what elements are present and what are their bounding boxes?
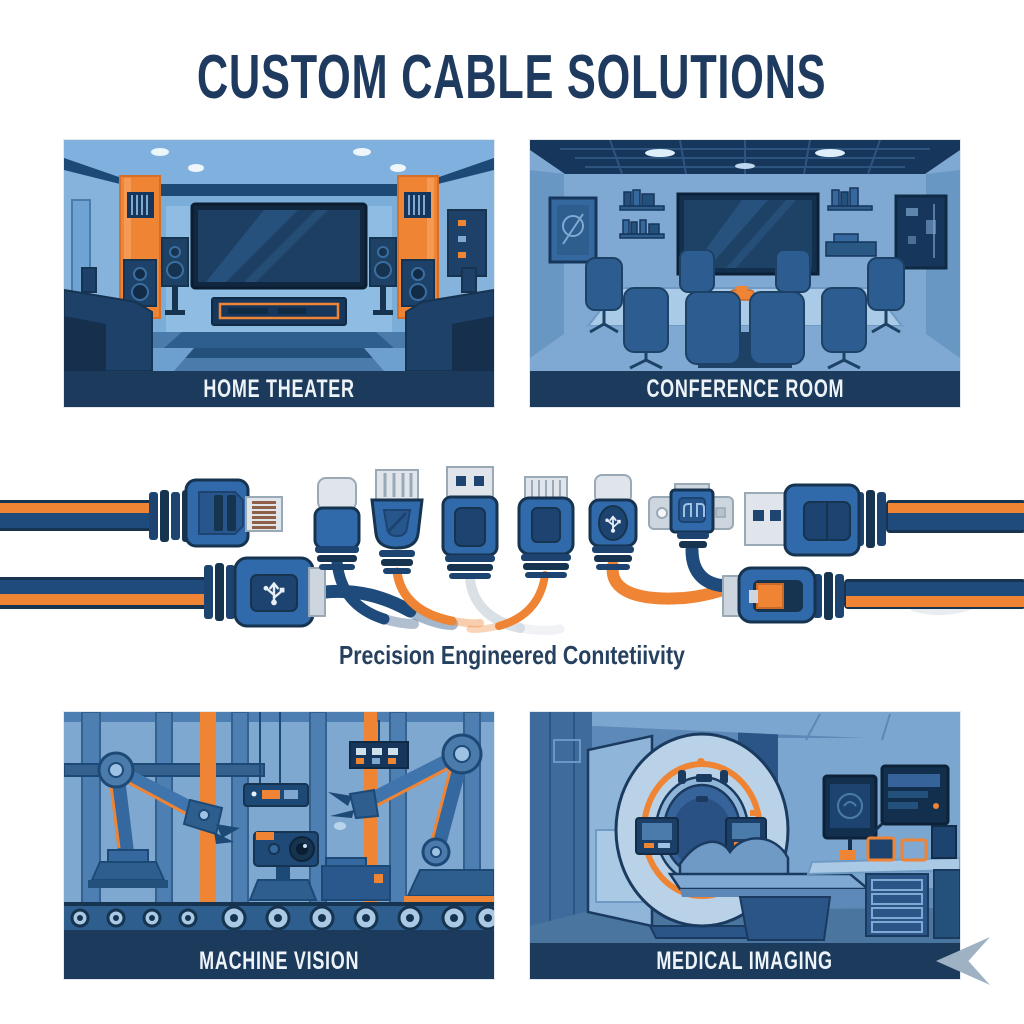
- control-box: [349, 720, 409, 769]
- speaker-tower-left: [119, 175, 161, 319]
- shelves-left: [619, 189, 665, 239]
- tagline: Precision Engineered Conıtetiivity: [0, 640, 1024, 671]
- usb-c-connector: [313, 477, 361, 570]
- ceiling: [64, 140, 494, 196]
- panel-home-theater: HOME THEATER: [64, 140, 494, 407]
- home-theater-illustration: [64, 140, 494, 371]
- robot-arm-right: [328, 733, 494, 902]
- ethernet-connector: [0, 478, 283, 548]
- panel-label: HOME THEATER: [203, 374, 355, 403]
- panel-mount-connector: [648, 483, 734, 548]
- speaker-tower-right: [397, 175, 439, 319]
- cable-connectors-illustration: [0, 466, 1024, 635]
- usb-connector: [0, 556, 326, 628]
- panel-label-band: MEDICAL IMAGING: [530, 943, 960, 979]
- tv-screen: [190, 202, 368, 290]
- left-wall: [530, 712, 592, 926]
- page-title-text: CUSTOM CABLE SOLUTIONS: [197, 43, 827, 112]
- gantry-control-panel-left: [635, 817, 679, 855]
- media-console: [211, 297, 347, 326]
- panel-label-band: HOME THEATER: [64, 371, 494, 407]
- machine-vision-illustration: [64, 712, 494, 943]
- usb-a-connector: [441, 466, 499, 579]
- media-card-connector: [722, 566, 1024, 624]
- usb-a-plug-connector: [744, 483, 1024, 557]
- robot-arm-left: [88, 751, 240, 888]
- ceiling-grid: [530, 140, 960, 175]
- panel-label: CONFERENCE ROOM: [646, 374, 844, 403]
- sofa-left: [64, 267, 153, 371]
- wall-monitor: [822, 774, 878, 860]
- shelves-right: [825, 187, 877, 257]
- panel-machine-vision: MACHINE VISION: [64, 712, 494, 979]
- panel-label: MACHINE VISION: [198, 946, 360, 975]
- panel-medical-imaging: MEDICAL IMAGING: [530, 712, 990, 985]
- bookshelf-speaker-left: [161, 237, 189, 315]
- tagline-text: Precision Engineered Conıtetiivity: [339, 640, 685, 670]
- office-chairs: [585, 249, 905, 370]
- wall-frame-left: [548, 196, 598, 264]
- mini-usb-connector: [370, 469, 424, 574]
- panel-label: MEDICAL IMAGING: [656, 946, 834, 975]
- panel-label-band: MACHINE VISION: [64, 943, 494, 979]
- machine-block: [321, 857, 391, 901]
- micro-usb-connector: [588, 474, 638, 570]
- console-monitor: [867, 764, 950, 857]
- page-title: CUSTOM CABLE SOLUTIONS: [0, 42, 1024, 113]
- conveyor-belt: [64, 902, 494, 943]
- vision-camera: [248, 831, 319, 901]
- hanging-sensor: [243, 712, 309, 807]
- sofa-right: [405, 267, 494, 371]
- medical-imaging-illustration: [530, 712, 960, 943]
- panel-conference-room: CONFERENCE ROOM: [530, 140, 960, 407]
- workstation-desk: [806, 825, 960, 939]
- panel-label-band: CONFERENCE ROOM: [530, 371, 960, 407]
- lightning-connector: [517, 476, 575, 578]
- wall-frame-right: [894, 194, 948, 270]
- bookshelf-speaker-right: [369, 237, 397, 315]
- conference-room-illustration: [530, 140, 960, 371]
